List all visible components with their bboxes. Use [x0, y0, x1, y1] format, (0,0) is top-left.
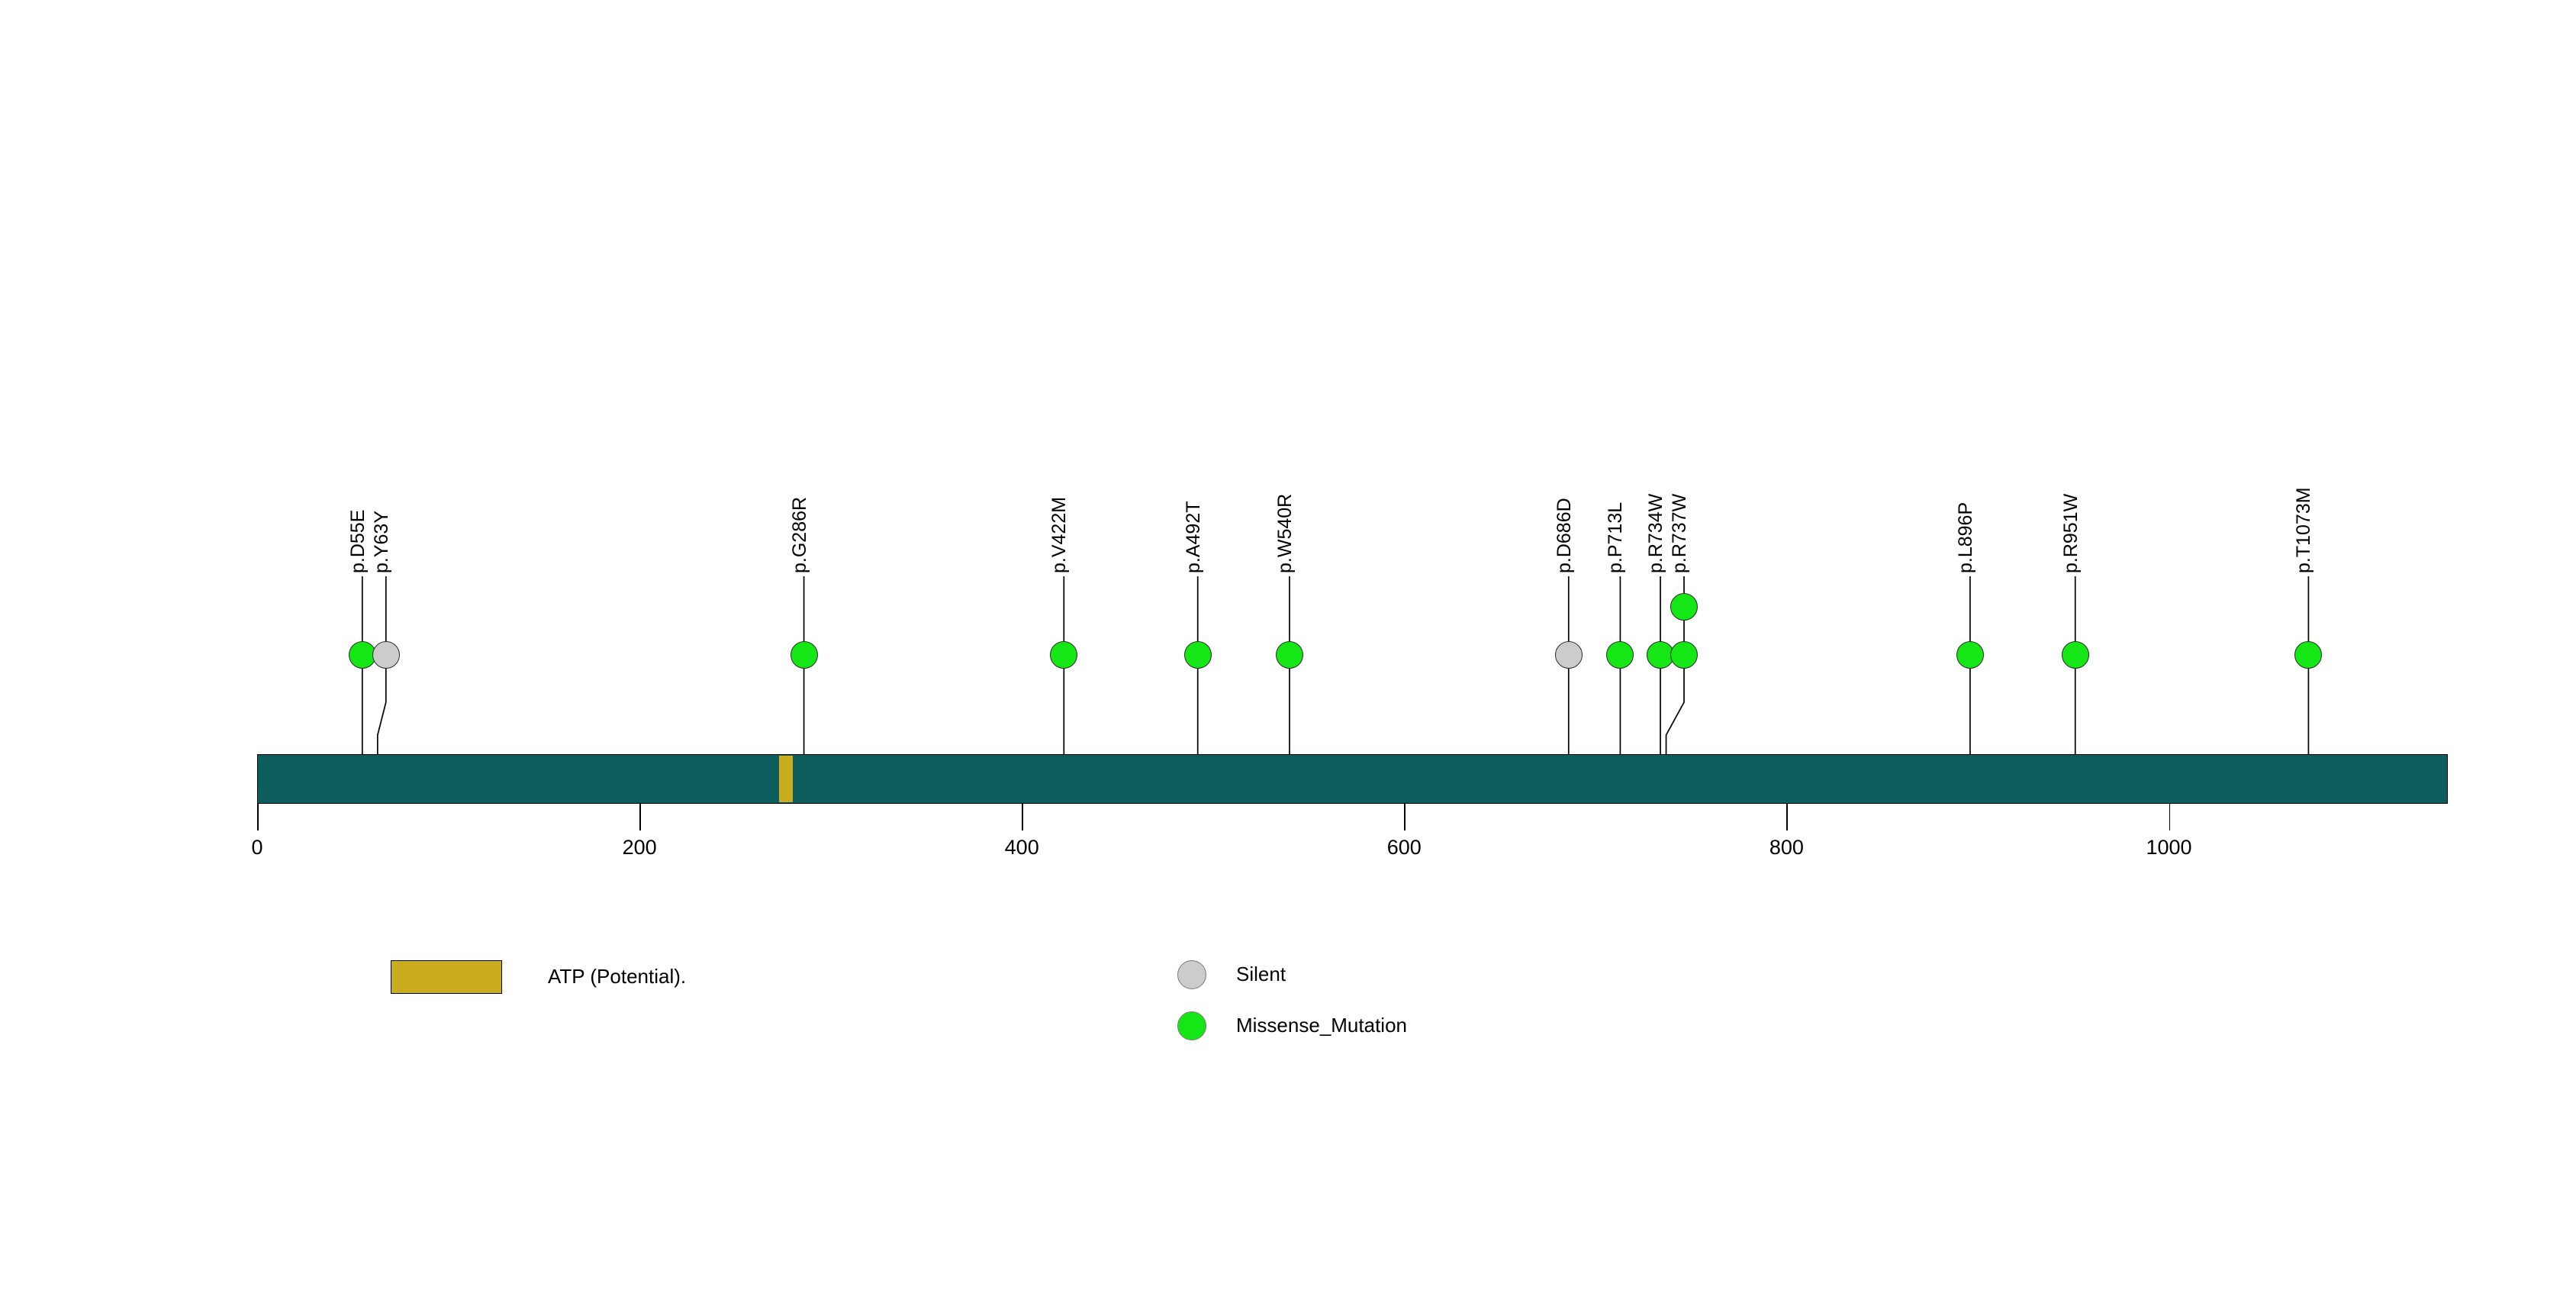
mutation-label: p.D55E [346, 509, 369, 573]
mutation-label: p.G286R [788, 496, 810, 573]
mutation-node[interactable] [1183, 641, 1212, 669]
mutation-label: p.D686D [1553, 498, 1575, 573]
mutation-label: p.W540R [1274, 493, 1296, 573]
axis-tick-mark [639, 804, 641, 830]
legend-mutation-label: Silent [1236, 963, 1286, 985]
mutation-label: p.R951W [2059, 493, 2082, 573]
legend-domain-label: ATP (Potential). [548, 965, 687, 988]
legend-mutation-label: Missense_Mutation [1236, 1014, 1407, 1037]
axis-tick-label: 400 [1004, 836, 1039, 859]
axis-tick-label: 0 [251, 836, 263, 859]
axis-tick-mark [1786, 804, 1788, 830]
axis-tick-label: 800 [1769, 836, 1804, 859]
mutation-node[interactable] [2294, 641, 2323, 669]
legend-domain-swatch [391, 960, 502, 994]
mutation-label: p.R737W [1669, 493, 1691, 573]
axis-tick-mark [2169, 804, 2171, 830]
legend-mutation-swatch [1177, 960, 1206, 989]
axis-tick-mark [1022, 804, 1023, 830]
mutation-label: p.Y63Y [370, 510, 392, 573]
protein-domain-box [779, 755, 793, 803]
mutation-node[interactable] [1606, 641, 1634, 669]
axis-tick-label: 200 [622, 836, 657, 859]
mutation-node[interactable] [1670, 593, 1699, 621]
axis-tick-label: 600 [1386, 836, 1422, 859]
mutation-node[interactable] [2061, 641, 2089, 669]
mutation-label: p.T1073M [2293, 487, 2315, 573]
mutation-node[interactable] [1670, 641, 1699, 669]
axis-tick-mark [257, 804, 259, 830]
axis-tick-mark [1404, 804, 1406, 830]
axis-tick-label: 1000 [2146, 836, 2192, 859]
mutation-node[interactable] [1554, 641, 1583, 669]
mutation-label: p.V422M [1048, 496, 1071, 573]
mutation-label: p.A492T [1182, 501, 1204, 573]
protein-backbone-track [257, 754, 2449, 804]
mutation-node[interactable] [372, 641, 400, 669]
mutation-node[interactable] [1050, 641, 1078, 669]
mutation-node[interactable] [1275, 641, 1303, 669]
mutation-label: p.L896P [1954, 501, 1976, 573]
mutation-label: p.R734W [1645, 493, 1667, 573]
legend-mutation-swatch [1177, 1011, 1206, 1040]
mutation-node[interactable] [1956, 641, 1984, 669]
mutation-node[interactable] [790, 641, 818, 669]
mutation-label: p.P713L [1605, 501, 1627, 573]
